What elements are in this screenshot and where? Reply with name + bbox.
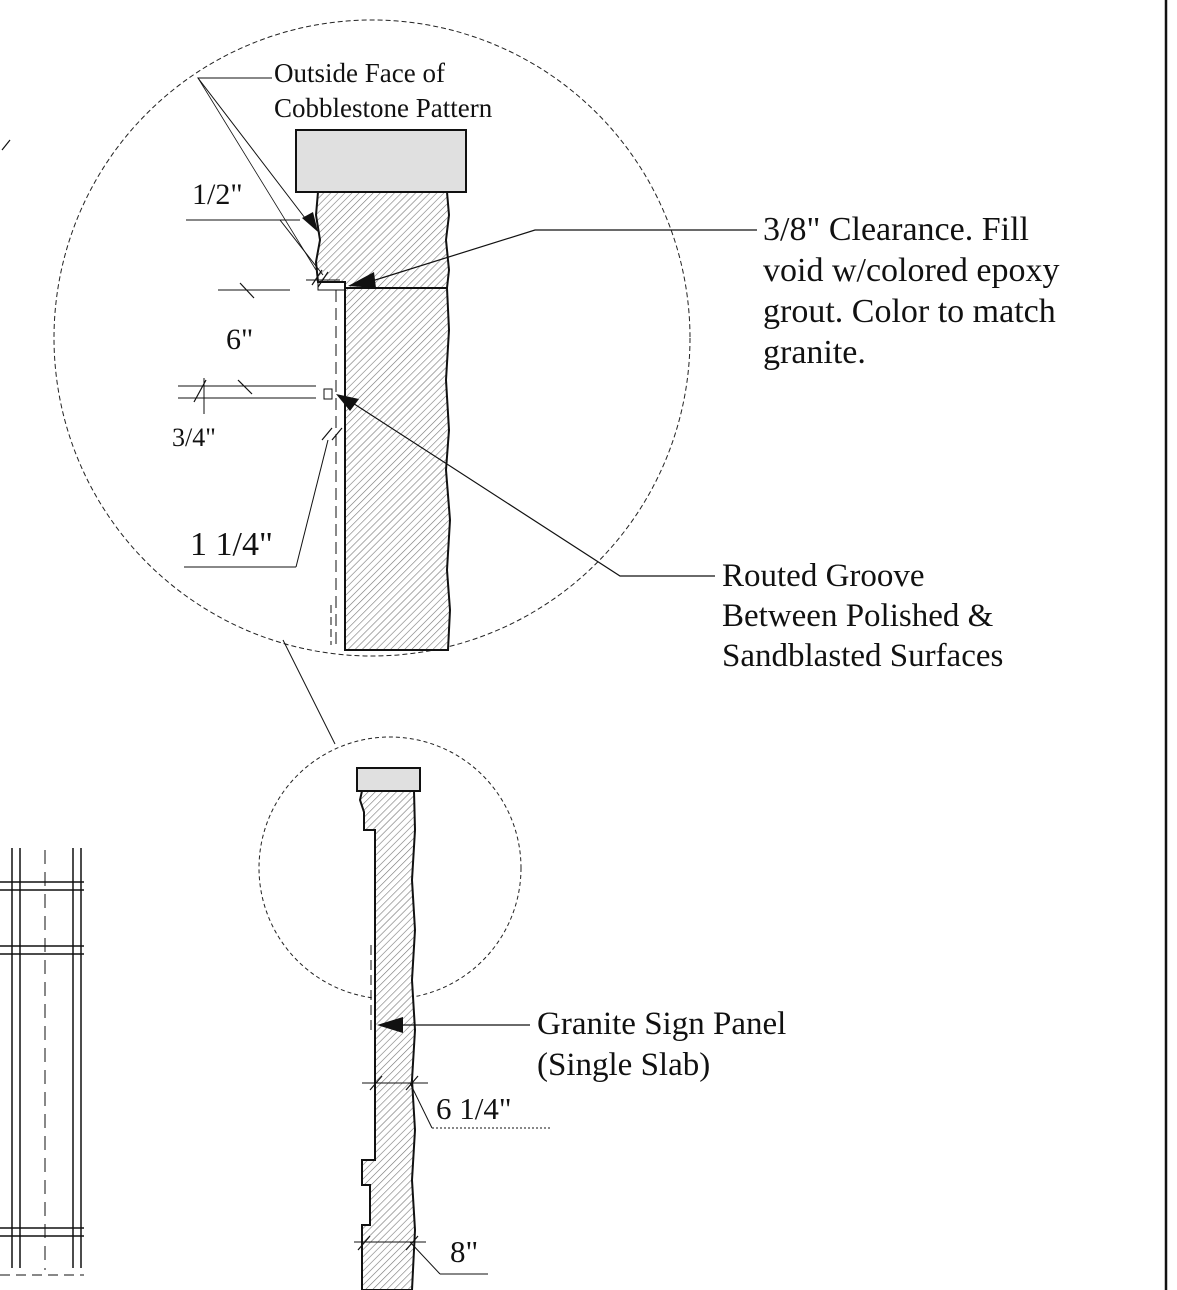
dim-1-1-4-tick-a [321, 427, 333, 441]
large-detail-circle [53, 19, 691, 657]
dim-6-1-4-diag [409, 1082, 433, 1129]
dim-eight-text: 8" [450, 1234, 478, 1269]
dim-6-1-4-tick-a [369, 1075, 383, 1091]
panel-main-section [344, 287, 452, 651]
clearance-label-1: 3/8" Clearance. Fill [763, 211, 1029, 248]
dim-1-1-4-vert [295, 439, 329, 568]
clearance-label-4: granite. [763, 334, 866, 371]
panel-arrow [377, 1017, 403, 1033]
clearance-leader [371, 229, 757, 282]
stray-mark [1, 139, 11, 151]
dim-half-text: 1/2" [192, 178, 243, 211]
groove-arrow [336, 394, 359, 411]
dim-1-1-4-text: 1 1/4" [190, 526, 273, 563]
clearance-label-2: void w/colored epoxy [763, 252, 1060, 289]
dim-eight-tick-b [405, 1235, 419, 1251]
dim-eight-tick-a [357, 1235, 371, 1251]
full-panel-section [358, 790, 417, 1290]
left-elevation-fragment [0, 848, 84, 1276]
dim-eight-diag [409, 1241, 441, 1275]
dim-1-1-4-tick-b [331, 427, 343, 441]
outside-face-leader-2 [197, 77, 317, 271]
clearance-label-3: grout. Color to match [763, 293, 1056, 330]
groove-label-3: Sandblasted Surfaces [722, 638, 1003, 674]
dim-6-1-4-tick-b [405, 1075, 419, 1091]
small-stone-cap [356, 767, 421, 792]
stone-cap [295, 129, 467, 193]
dim-six-text: 6" [226, 323, 253, 356]
circle-connector [282, 639, 336, 745]
panel-label-2: (Single Slab) [537, 1047, 710, 1083]
panel-upper-section [314, 191, 451, 289]
outside-face-label-2: Cobblestone Pattern [274, 93, 493, 123]
dim-half-tick-a [311, 269, 323, 286]
groove-label-2: Between Polished & [722, 598, 994, 634]
dim-3-4-tick-b [237, 379, 253, 395]
groove-label-1: Routed Groove [722, 558, 925, 594]
panel-label-1: Granite Sign Panel [537, 1006, 786, 1042]
groove-leader [344, 397, 715, 577]
clearance-arrow [348, 272, 376, 288]
outside-face-label-1: Outside Face of [274, 58, 445, 88]
dim-3-4-text: 3/4" [172, 423, 216, 452]
clearance-notch [317, 282, 345, 291]
dim-6-1-4-text: 6 1/4" [436, 1091, 512, 1126]
outside-face-arrow [302, 212, 318, 232]
routed-groove-mark [323, 388, 333, 400]
dim-six-tick [239, 282, 255, 299]
dim-half-leader-diag [279, 219, 324, 276]
